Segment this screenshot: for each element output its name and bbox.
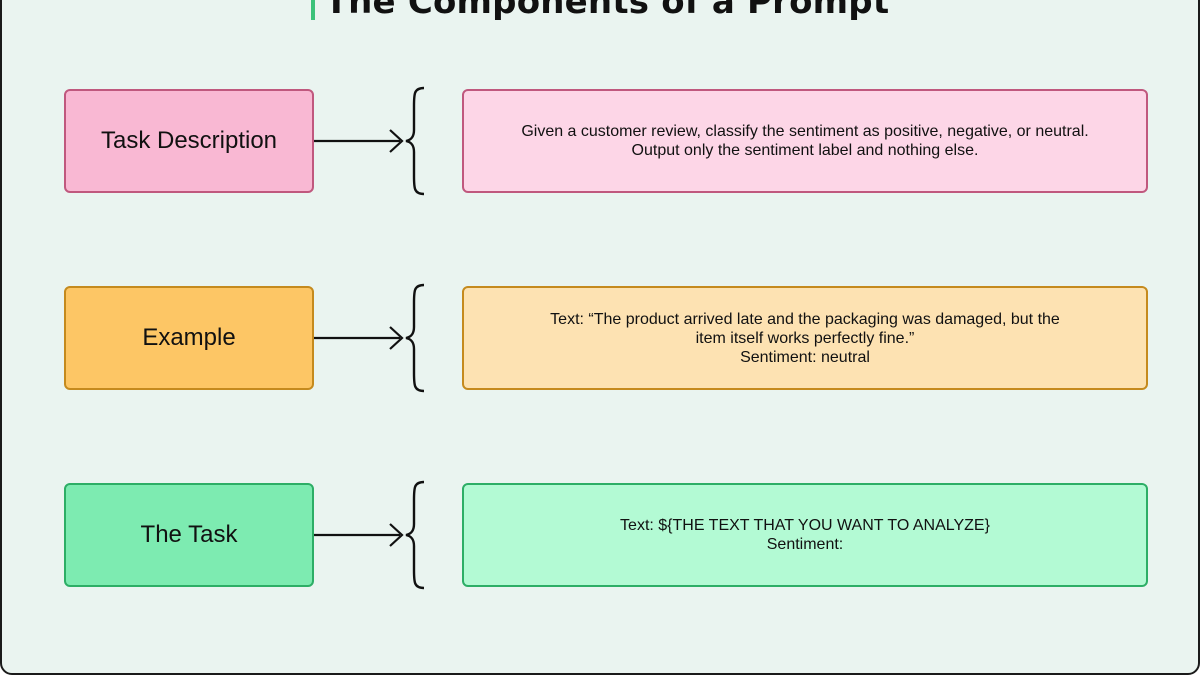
task-description-label-box: Task Description [64, 89, 314, 193]
task-description-content-box: Given a customer review, classify the se… [462, 89, 1148, 193]
task-description-line-2: Output only the sentiment label and noth… [631, 142, 979, 159]
the-task-label-box: The Task [64, 483, 314, 587]
task-description-line-1: Given a customer review, classify the se… [521, 123, 1089, 140]
curly-brace [405, 86, 425, 196]
title-area: The Components of a Prompt [0, 0, 1200, 24]
example-connector [314, 283, 425, 393]
the-task-content-box: Text: ${THE TEXT THAT YOU WANT TO ANALYZ… [462, 483, 1148, 587]
title-accent-bar [310, 0, 315, 20]
example-label: Example [142, 324, 236, 351]
the-task-connector [314, 480, 425, 590]
diagram-title: The Components of a Prompt [310, 0, 890, 24]
curly-brace [405, 283, 425, 393]
arrow-head [389, 523, 404, 547]
example-line-2: item itself works perfectly fine.” [695, 329, 915, 347]
example-label-box: Example [64, 286, 314, 390]
diagram-title-text: The Components of a Prompt [324, 0, 890, 22]
example-line-3: Sentiment: neutral [740, 348, 870, 366]
the-task-line-2: Sentiment: [766, 536, 844, 553]
arrow-head [389, 326, 404, 350]
task-description-label: Task Description [100, 127, 278, 154]
arrow-head [389, 129, 404, 153]
curly-brace [405, 480, 425, 590]
task-description-connector [314, 86, 425, 196]
example-content-box: Text: “The product arrived late and the … [462, 286, 1148, 390]
example-line-1: Text: “The product arrived late and the … [550, 310, 1060, 328]
the-task-line-1: Text: ${THE TEXT THAT YOU WANT TO ANALYZ… [620, 517, 990, 534]
the-task-label: The Task [140, 521, 238, 548]
